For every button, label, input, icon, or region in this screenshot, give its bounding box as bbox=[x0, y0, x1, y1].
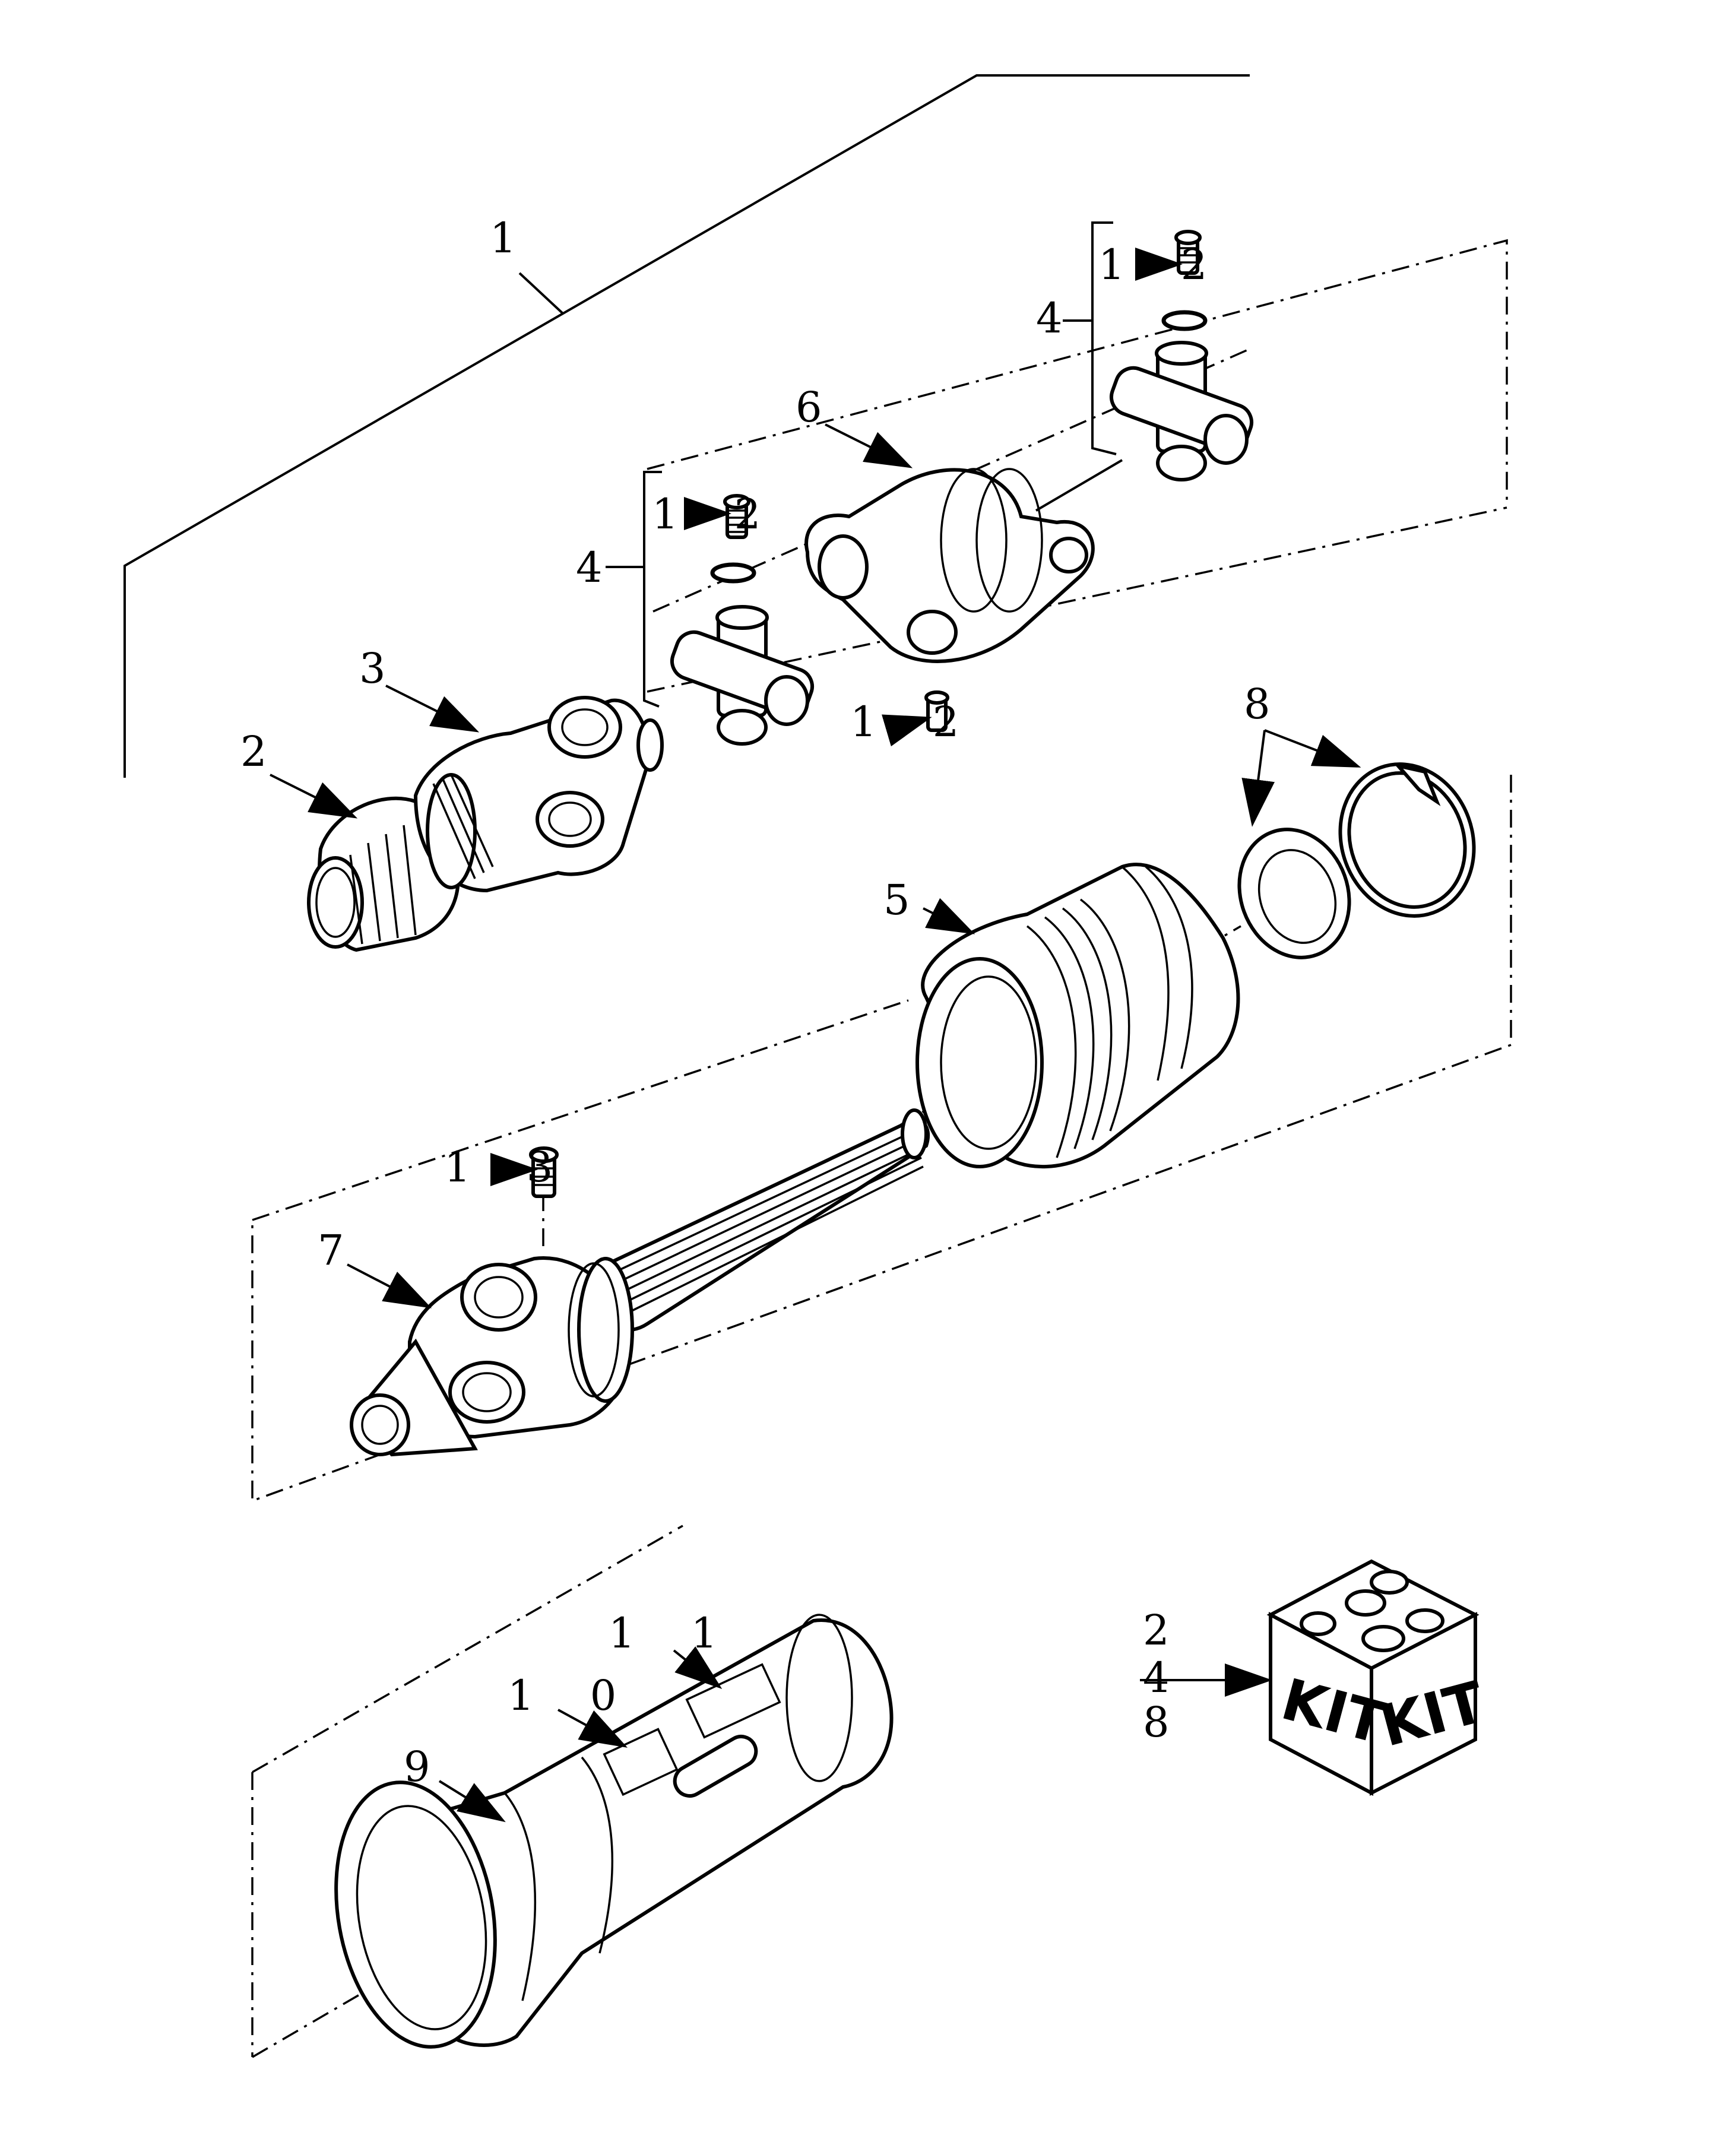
cross-kit-upper-part bbox=[1035, 221, 1253, 512]
callout-bell-guard: 5 bbox=[883, 876, 932, 924]
callout-grease-lower: 1 2 bbox=[652, 490, 782, 538]
double-yoke-part bbox=[804, 468, 1095, 663]
callout-cross-kit-lower: 4 bbox=[576, 543, 624, 592]
callout-outer-yoke: 3 bbox=[359, 644, 407, 693]
callouts: 1 2 3 4 1 2 6 4 1 2 1 2 8 5 1 3 7 1 1 1 … bbox=[240, 214, 1292, 1791]
callout-bearing-rings: 8 bbox=[1244, 680, 1292, 728]
callout-bellows: 2 bbox=[240, 727, 289, 776]
callout-guard-tube: 9 bbox=[404, 1742, 452, 1791]
callout-kit-item-2: 4 bbox=[1143, 1653, 1191, 1702]
bell-guard-part bbox=[915, 863, 1240, 1169]
grease-fitting-yoke bbox=[924, 690, 949, 732]
callout-grease-inner: 1 3 bbox=[444, 1143, 574, 1192]
callout-inner-yoke: 7 bbox=[318, 1226, 366, 1275]
callout-grease-upper: 1 2 bbox=[1098, 240, 1228, 289]
callout-kit-item-3: 8 bbox=[1143, 1698, 1191, 1747]
kit-box: KIT KIT bbox=[1266, 1559, 1491, 1796]
callout-grease-yoke: 1 2 bbox=[850, 698, 980, 746]
callout-double-yoke: 6 bbox=[796, 383, 844, 432]
bearing-rings-part bbox=[1237, 762, 1476, 959]
callout-decal-b: 1 1 bbox=[609, 1609, 739, 1658]
guard-tube-part bbox=[334, 1614, 894, 2049]
inner-yoke-part bbox=[350, 1108, 930, 1457]
callout-kit-item-1: 2 bbox=[1143, 1606, 1191, 1655]
callout-cross-kit-upper: 4 bbox=[1036, 294, 1084, 343]
callout-assembly: 1 bbox=[490, 214, 538, 262]
outer-yoke-part bbox=[413, 696, 664, 893]
assembly-bracket bbox=[123, 74, 1250, 778]
callout-decal-a: 1 0 bbox=[508, 1671, 638, 1720]
cross-kit-lower-part bbox=[606, 471, 814, 746]
leader-lines bbox=[270, 248, 1361, 1823]
